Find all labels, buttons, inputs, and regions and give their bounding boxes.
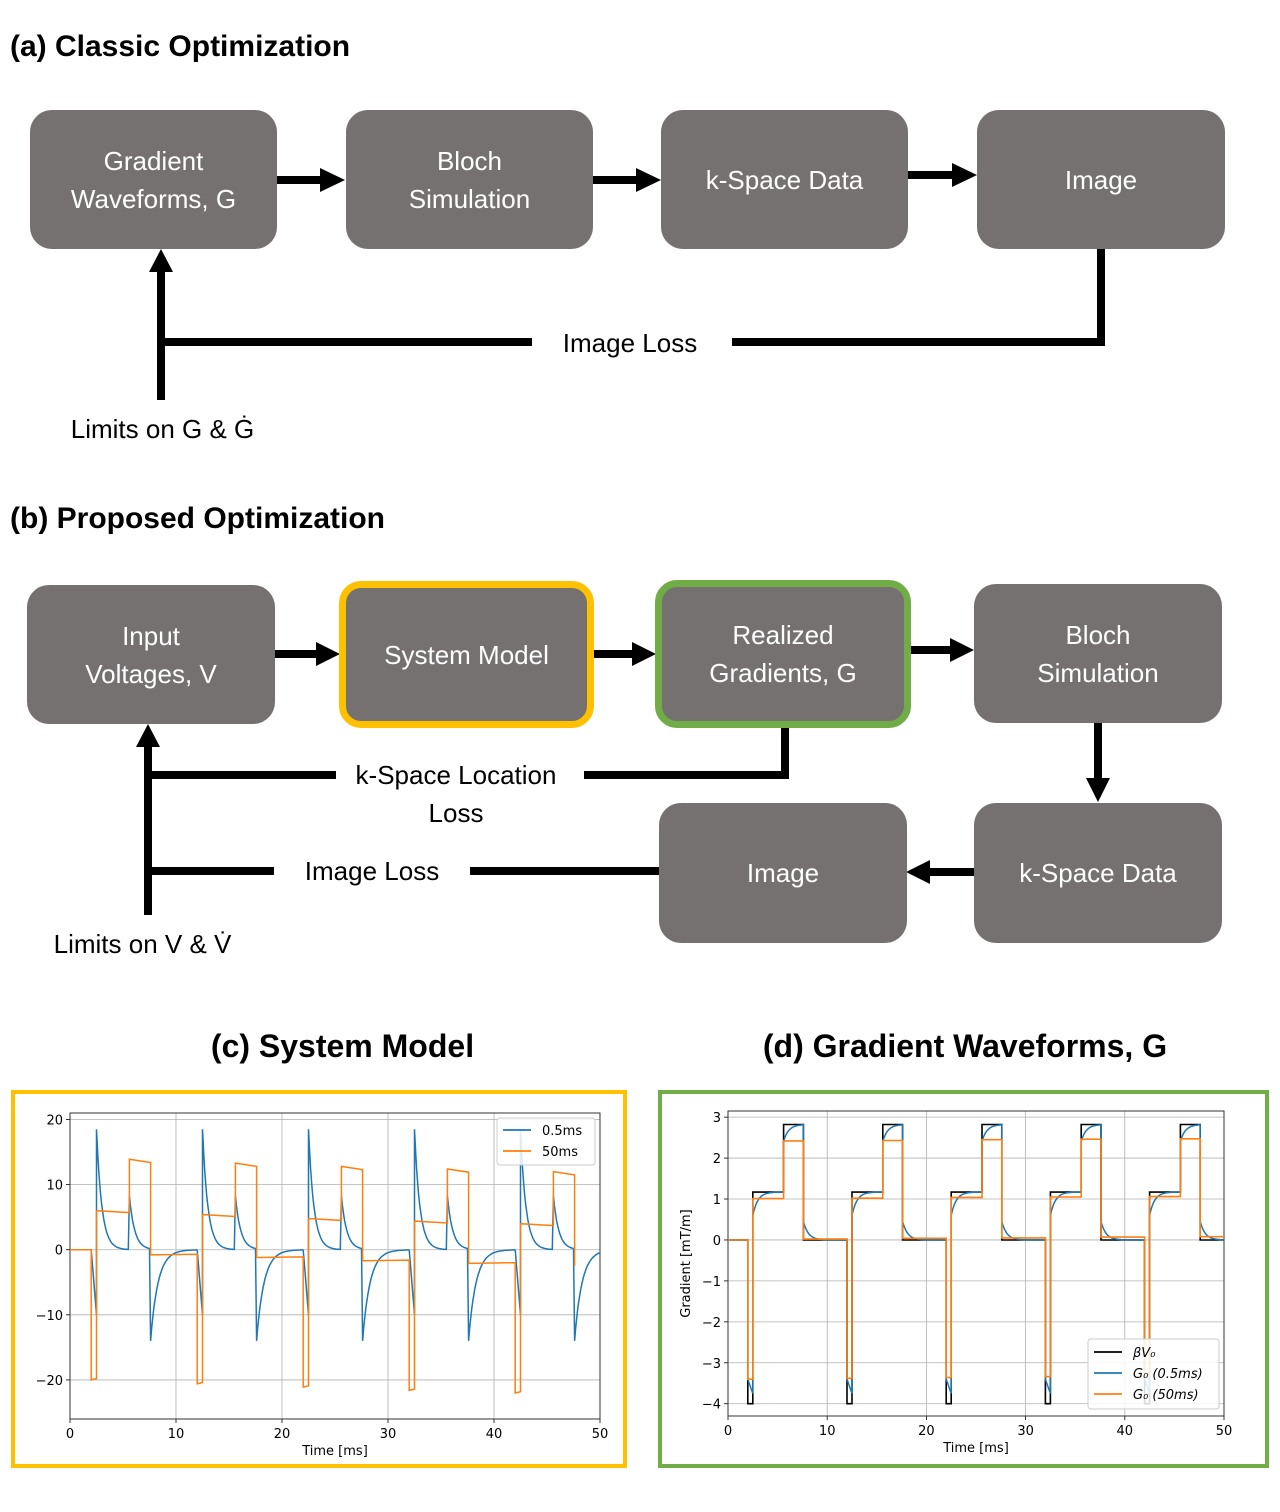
arrow-b-1 (275, 642, 340, 666)
arrow-b-kspace-to-image (906, 860, 974, 884)
box-system-model: System Model (339, 581, 594, 728)
label-limits-v: Limits on V & V̇ (53, 929, 232, 959)
arrow-b-limits-to-input (136, 724, 160, 915)
box-bloch-simulation-b: Bloch Simulation (974, 584, 1222, 723)
chart-c-frame (11, 1090, 627, 1468)
feedback-a-image-loss (149, 249, 1105, 400)
label-image-loss-a: Image Loss (562, 328, 698, 358)
heading-proposed-optimization: (b) Proposed Optimization (10, 502, 385, 535)
arrow-a-1 (277, 168, 345, 192)
box-kspace-data-a: k-Space Data (661, 110, 908, 249)
box-input-voltages: Input Voltages, V (27, 585, 275, 724)
box-realized-gradients: Realized Gradients, G (655, 580, 911, 728)
arrow-a-2 (592, 168, 661, 192)
box-image-a: Image (977, 110, 1225, 249)
arrow-a-3 (908, 163, 977, 187)
arrow-b-bloch-to-kspace (1086, 723, 1110, 802)
arrow-b-3 (908, 638, 974, 662)
box-bloch-simulation-a: Bloch Simulation (346, 110, 593, 249)
arrow-b-2 (592, 642, 656, 666)
box-gradient-waveforms: Gradient Waveforms, G (30, 110, 277, 249)
label-limits-g: Limits on G & Ġ (70, 414, 255, 444)
chart-d-frame (658, 1090, 1269, 1468)
feedback-b-kspace-loss (148, 727, 789, 779)
label-image-loss-b: Image Loss (304, 856, 440, 886)
label-kspace-location-loss: k-Space Location Loss (355, 760, 557, 828)
box-image-b: Image (659, 803, 907, 943)
box-kspace-data-b: k-Space Data (974, 803, 1222, 943)
diagram-connectors (136, 163, 1110, 915)
chart-d-title: (d) Gradient Waveforms, G (762, 1028, 1168, 1064)
chart-c-title: (c) System Model (210, 1028, 475, 1064)
heading-classic-optimization: (a) Classic Optimization (10, 30, 351, 63)
